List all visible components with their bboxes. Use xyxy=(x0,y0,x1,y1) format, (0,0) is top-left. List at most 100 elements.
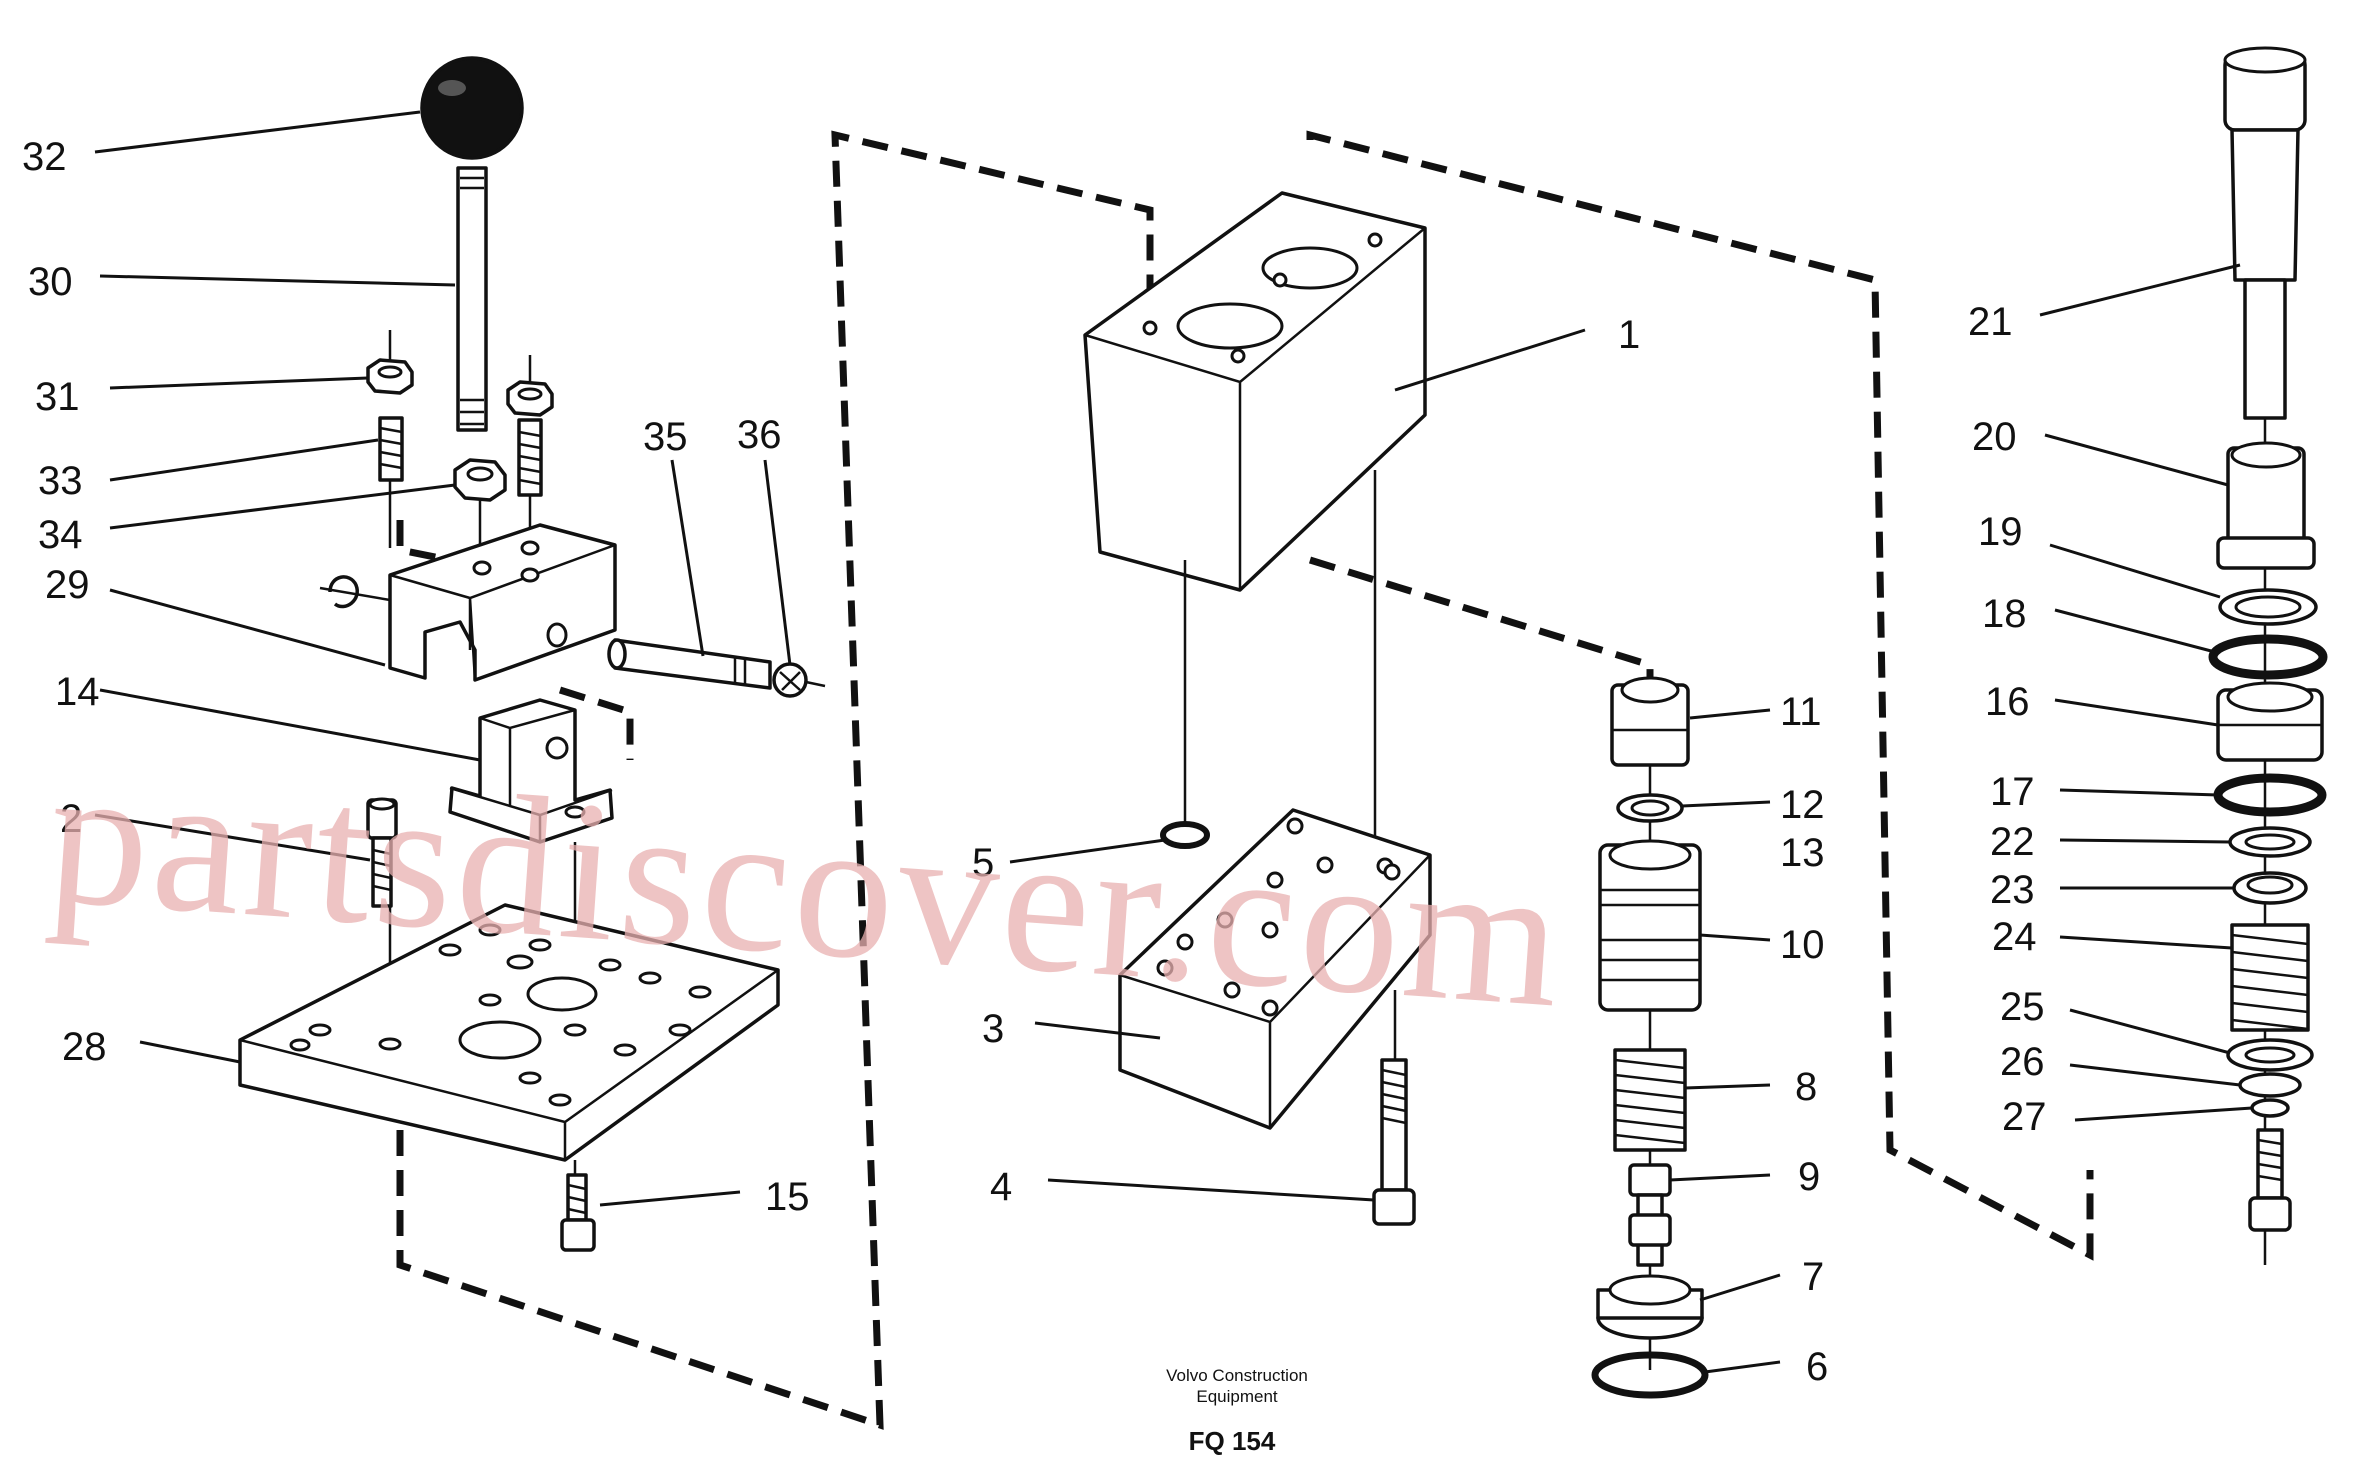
socket-head xyxy=(368,797,396,811)
spool-cap-bore xyxy=(1620,676,1680,704)
clip-slot xyxy=(779,671,801,691)
leader-14 xyxy=(99,688,481,762)
lever-bracket xyxy=(388,523,617,682)
leader-33 xyxy=(109,438,379,482)
leader-4 xyxy=(1047,1178,1375,1202)
block-edge xyxy=(1119,854,1431,1128)
callout-2: 2 xyxy=(60,797,82,841)
caption-manufacturer-line2: Equipment xyxy=(1196,1387,1278,1406)
leader-3 xyxy=(1034,1021,1161,1040)
figure-number: FQ 154 xyxy=(1189,1426,1276,1456)
callout-32: 32 xyxy=(22,135,67,179)
right-stack xyxy=(2208,46,2328,1265)
leader-17 xyxy=(2059,788,2219,797)
left-assembly xyxy=(238,56,826,1252)
callout-16: 16 xyxy=(1985,680,2030,724)
block-hole xyxy=(1261,999,1279,1017)
pivot-pin xyxy=(613,638,772,690)
leader-36 xyxy=(763,459,792,666)
body-hole xyxy=(1142,320,1158,336)
body-edge xyxy=(1084,227,1426,590)
watermark: partsdiscover.com xyxy=(42,723,1571,1049)
pin-end xyxy=(607,638,627,670)
small-ring xyxy=(2250,1098,2290,1118)
callout-4: 4 xyxy=(990,1165,1012,1209)
washer xyxy=(2238,1072,2302,1098)
spool-stem-end xyxy=(1628,1213,1672,1247)
leader-32 xyxy=(94,110,421,154)
sleeve-groove xyxy=(1600,888,1700,982)
leader-21 xyxy=(2039,263,2241,317)
callout-7: 7 xyxy=(1802,1255,1824,1299)
leader-19 xyxy=(2049,543,2221,599)
callout-18: 18 xyxy=(1982,592,2027,636)
leader-20 xyxy=(2044,433,2229,487)
callout-33: 33 xyxy=(38,459,83,503)
plate-hole xyxy=(563,1023,587,1037)
screw-thread xyxy=(372,848,392,892)
block-hole xyxy=(1223,981,1241,999)
plate-hole xyxy=(438,943,462,957)
callout-27: 27 xyxy=(2002,1095,2047,1139)
leader-29 xyxy=(109,588,386,667)
plate-port xyxy=(458,1020,542,1060)
callout-35: 35 xyxy=(643,415,688,459)
valve-cover-block xyxy=(1118,808,1432,1130)
threaded-stud xyxy=(378,416,404,482)
leader-8 xyxy=(1684,1083,1771,1090)
block-hole xyxy=(1156,959,1174,977)
callout-labels: 32 30 31 33 34 29 14 2 28 15 35 36 1 5 3… xyxy=(22,135,2047,1389)
leader-28 xyxy=(139,1040,241,1064)
screw-thread xyxy=(1381,1068,1407,1125)
nut-hole xyxy=(377,365,403,379)
support-hole xyxy=(545,736,569,760)
leader-lines xyxy=(94,110,2253,1374)
leader-15 xyxy=(599,1190,741,1207)
callout-34: 34 xyxy=(38,513,83,557)
callout-5: 5 xyxy=(972,841,994,885)
seal-holder-bore xyxy=(1608,1274,1692,1306)
center-lower-outline xyxy=(1308,556,1654,700)
leader-18 xyxy=(2054,608,2216,654)
leader-7 xyxy=(1699,1273,1781,1302)
spring-coil xyxy=(1614,1058,1686,1145)
callout-22: 22 xyxy=(1990,820,2035,864)
plate-port xyxy=(526,976,598,1012)
leader-27 xyxy=(2074,1106,2253,1122)
callout-12: 12 xyxy=(1780,783,1825,827)
lever-rod xyxy=(456,166,488,432)
plate-hole xyxy=(289,1038,311,1052)
axis-line xyxy=(805,680,826,688)
callout-36: 36 xyxy=(737,413,782,457)
screw-head xyxy=(2248,1196,2292,1232)
plate-hole xyxy=(598,958,622,972)
washer-hole xyxy=(2244,833,2296,851)
screw-thread xyxy=(567,1183,587,1215)
callout-19: 19 xyxy=(1978,510,2023,554)
callout-20: 20 xyxy=(1972,415,2017,459)
spring-coil xyxy=(2231,933,2309,1031)
plate-hole xyxy=(668,1023,692,1037)
callout-1: 1 xyxy=(1618,313,1640,357)
callout-6: 6 xyxy=(1806,1345,1828,1389)
leader-30 xyxy=(99,274,456,287)
o-ring xyxy=(2208,634,2328,680)
plate-hole xyxy=(688,985,712,999)
plate-hole xyxy=(478,923,502,937)
center-assembly xyxy=(1083,191,1432,1226)
plate-hole xyxy=(506,954,534,970)
body-hole xyxy=(1272,272,1288,288)
plunger-cap-top xyxy=(2223,46,2307,74)
callout-28: 28 xyxy=(62,1025,107,1069)
screw-head xyxy=(1372,1188,1416,1226)
knob-highlight xyxy=(438,80,466,96)
callout-9: 9 xyxy=(1798,1155,1820,1199)
washer-hole xyxy=(1630,799,1670,817)
plate-hole xyxy=(308,1023,332,1037)
spring-seat-hole xyxy=(2246,875,2294,895)
support-hole xyxy=(564,805,586,819)
block-hole xyxy=(1383,863,1401,881)
callout-25: 25 xyxy=(2000,985,2045,1029)
leader-11 xyxy=(1689,708,1771,720)
callout-31: 31 xyxy=(35,375,80,419)
